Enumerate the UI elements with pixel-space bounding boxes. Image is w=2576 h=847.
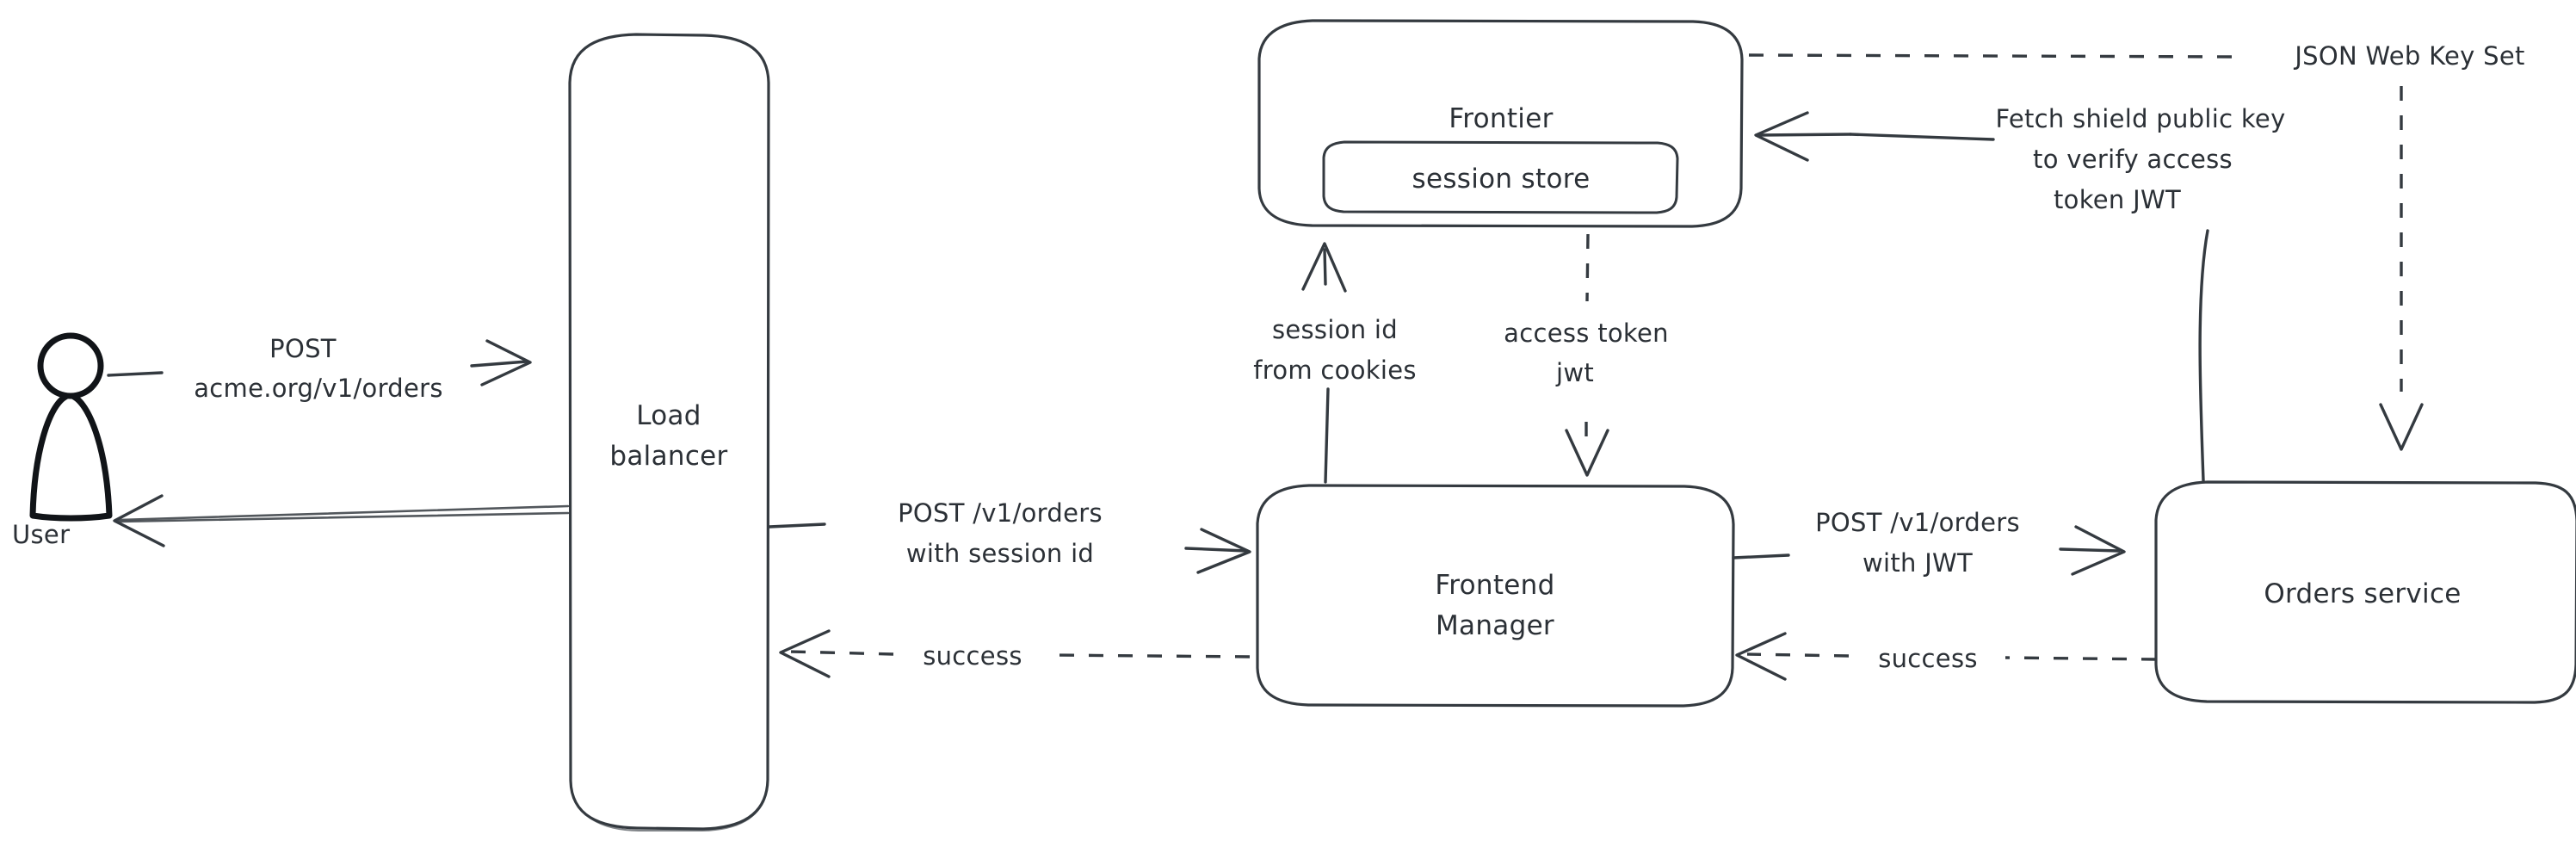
node-frontier-label: Frontier <box>1449 103 1553 134</box>
node-session-store-label: session store <box>1412 164 1591 195</box>
edge-orders-to-fm-success <box>1735 632 2157 681</box>
edge-fm-to-frontier-label-line1: session id <box>1272 315 1398 344</box>
node-load-balancer-label-line1: Load <box>636 400 701 431</box>
edge-orders-to-frontier-label-line1: Fetch shield public key <box>1995 104 2285 133</box>
edge-orders-to-frontier <box>1754 111 2209 482</box>
edge-user-to-load-balancer <box>107 339 532 386</box>
edge-fm-to-frontier-label-line2: from cookies <box>1253 355 1417 385</box>
node-load-balancer-label-line2: balancer <box>609 441 727 472</box>
edge-lb-to-fm-label-line1: POST /v1/orders <box>898 498 1103 528</box>
edge-fm-to-lb-success <box>779 629 1251 678</box>
edge-frontier-to-fm-label-line1: access token <box>1504 318 1669 348</box>
user-actor-icon <box>29 332 113 522</box>
edge-fm-to-orders-label-line2: with JWT <box>1863 548 1973 578</box>
edge-frontier-to-orders-jwks <box>1748 53 2424 451</box>
edge-lb-to-frontend-manager <box>768 522 1251 574</box>
node-load-balancer[interactable] <box>568 33 770 832</box>
edge-orders-to-frontier-label-line2: to verify access <box>2033 145 2233 174</box>
edge-lb-to-fm-label-line2: with session id <box>906 539 1094 568</box>
node-frontend-manager-label-line2: Manager <box>1436 610 1554 641</box>
edge-orders-to-frontier-label-line3: token JWT <box>2054 185 2181 214</box>
edge-user-to-lb-label-line1: POST <box>269 334 337 363</box>
node-user-label: User <box>12 520 70 549</box>
edge-user-to-lb-label-line2: acme.org/v1/orders <box>194 374 443 403</box>
edge-load-balancer-to-user <box>113 494 570 547</box>
node-frontend-manager[interactable] <box>1256 484 1735 708</box>
edge-fm-to-frontier <box>1301 242 1347 484</box>
edge-frontier-to-fm <box>1565 233 1609 477</box>
edge-fm-to-orders-label-line1: POST /v1/orders <box>1815 508 2020 537</box>
edge-frontier-to-orders-label: JSON Web Key Set <box>2293 41 2524 71</box>
edge-frontier-to-fm-label-line2: jwt <box>1555 358 1594 387</box>
edge-fm-to-orders <box>1732 525 2126 576</box>
node-user[interactable] <box>29 332 113 522</box>
node-orders-service[interactable] <box>2154 480 2576 704</box>
edge-orders-to-fm-label: success <box>1878 644 1978 673</box>
edge-fm-to-lb-label: success <box>923 641 1022 671</box>
node-frontend-manager-label-line1: Frontend <box>1435 570 1554 601</box>
node-session-store[interactable] <box>1322 140 1679 214</box>
node-orders-service-label: Orders service <box>2264 578 2461 609</box>
